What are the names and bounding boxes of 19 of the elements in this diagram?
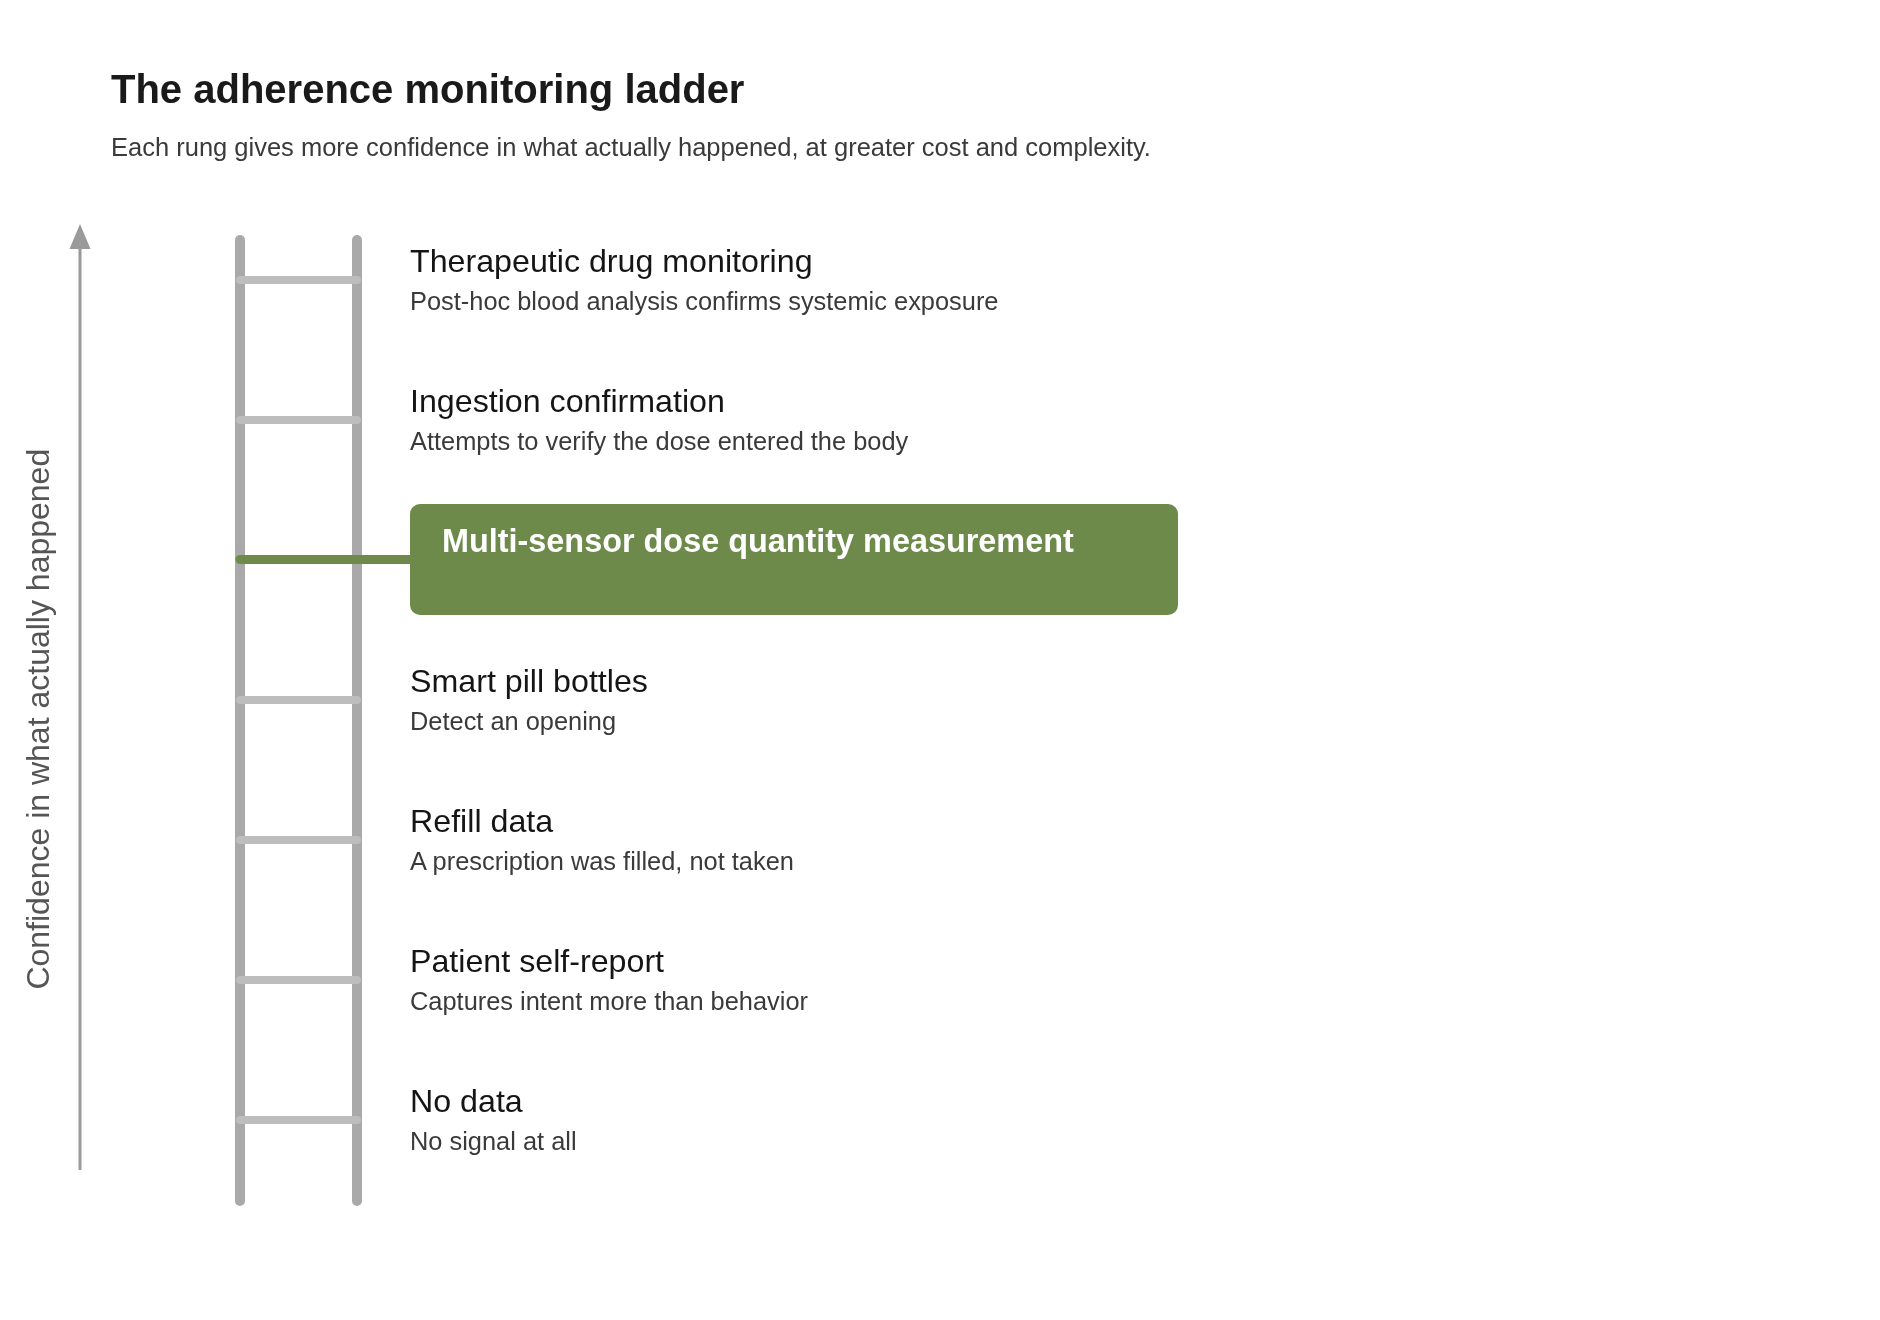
box-heading: Multi-sensor dose quantity measurement	[442, 522, 1074, 560]
title: The adherence monitoring ladder	[111, 66, 745, 113]
highlight-box	[410, 504, 1178, 615]
rung-description: Detect an opening	[410, 706, 617, 737]
rung-description: No signal at all	[410, 1126, 577, 1157]
rung-description: Post-hoc blood analysis confirms systemic exposure	[410, 286, 999, 317]
rung-heading: Smart pill bottles	[410, 662, 648, 700]
rung-heading: No data	[410, 1082, 523, 1120]
ladder-illustration	[235, 234, 362, 1207]
subtitle: Each rung gives more confidence in what actually happened, at greater cost and complexity.	[111, 132, 1151, 163]
axis-label: Confidence in what actually happened	[18, 448, 57, 990]
rung-heading: Ingestion confirmation	[410, 382, 725, 420]
rung-description: Attempts to verify the dose entered the body	[410, 426, 909, 457]
rung-description: Captures intent more than behavior	[410, 986, 809, 1017]
rung-heading: Therapeutic drug monitoring	[410, 242, 813, 280]
connector-line	[362, 555, 410, 564]
rung-description: A prescription was filled, not taken	[410, 846, 794, 877]
rung-heading: Patient self-report	[410, 942, 665, 980]
rung-heading: Refill data	[410, 802, 554, 840]
